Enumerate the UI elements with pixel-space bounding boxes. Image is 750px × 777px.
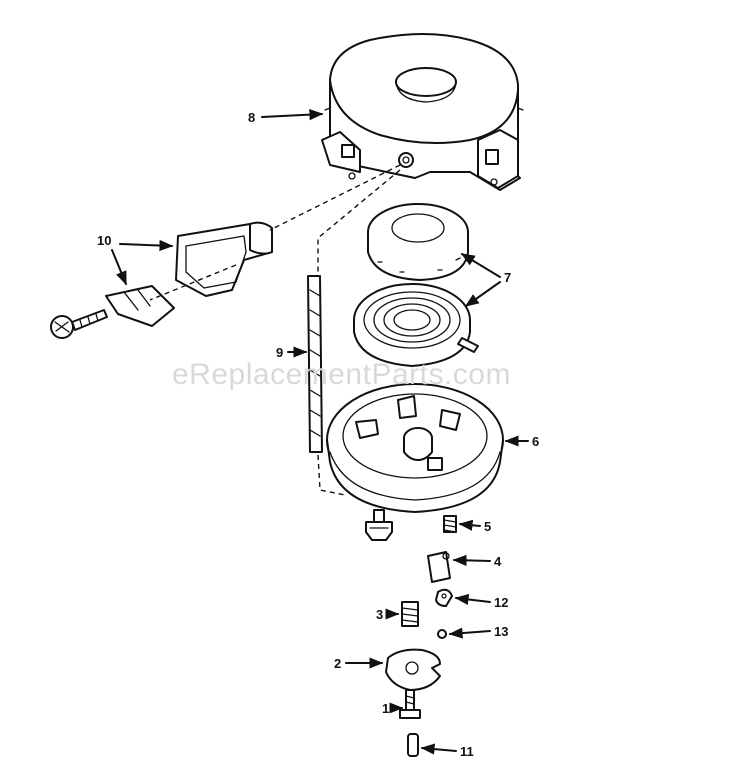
handle-clip[interactable] [105,285,175,327]
callout-8: 8 [248,109,324,125]
svg-text:8: 8 [248,110,255,125]
pawl-spring[interactable] [401,601,419,627]
pawl-link[interactable] [435,588,453,607]
rope-pulley[interactable] [326,383,504,513]
rewind-spring[interactable] [353,283,479,367]
callout-2: 2 [334,656,384,671]
svg-text:3: 3 [376,607,383,622]
callout-7: 7 [460,253,511,307]
callout-6: 6 [504,434,539,449]
starter-housing[interactable] [321,33,524,191]
callout-12: 12 [454,593,508,610]
pulley-bolt[interactable] [365,509,393,541]
pawl[interactable] [427,551,451,583]
svg-text:5: 5 [484,519,491,534]
rope-routing-line [149,164,401,496]
retainer-pin[interactable] [437,629,447,639]
svg-text:1: 1 [382,701,389,716]
svg-text:2: 2 [334,656,341,671]
shoulder-screw[interactable] [399,689,421,719]
callout-3: 3 [376,607,400,622]
spring-retainer[interactable] [367,203,469,281]
svg-text:4: 4 [494,554,502,569]
svg-text:9: 9 [276,345,283,360]
callout-10: 10 [97,233,174,286]
brake-spring[interactable] [443,515,457,533]
brake-plate[interactable] [385,648,441,691]
svg-text:6: 6 [532,434,539,449]
callout-13: 13 [448,624,508,639]
callout-1: 1 [382,701,404,716]
svg-text:11: 11 [460,744,474,759]
watermark-text: eReplacementParts.com [172,358,511,391]
callout-11: 11 [420,743,474,759]
callout-4: 4 [452,554,502,569]
svg-text:10: 10 [97,233,111,248]
starter-rope[interactable] [307,275,323,453]
callout-5: 5 [458,519,491,534]
roll-pin[interactable] [407,733,419,757]
svg-text:13: 13 [494,624,508,639]
svg-text:7: 7 [504,270,511,285]
handle-screw[interactable] [50,309,108,339]
starter-handle[interactable] [175,221,273,297]
callout-9: 9 [276,345,308,360]
svg-text:12: 12 [494,595,508,610]
